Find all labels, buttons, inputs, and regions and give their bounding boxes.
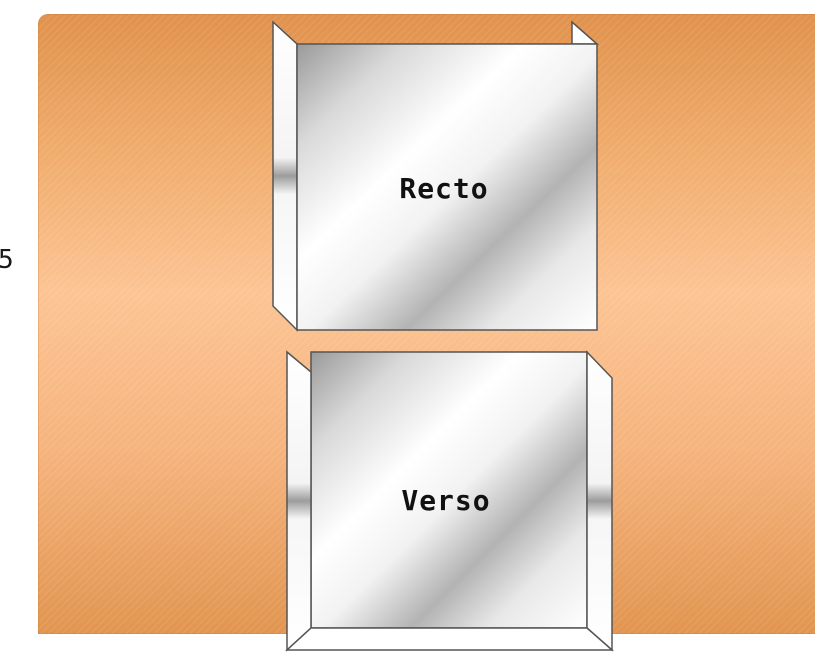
recto-card [272, 20, 599, 332]
verso-right-flap [586, 350, 613, 652]
recto-left-flap [272, 20, 298, 332]
verso-face [310, 351, 588, 629]
clipped-edge-text: 5 [0, 245, 14, 275]
verso-label: Verso [401, 484, 491, 517]
recto-face [296, 43, 598, 331]
verso-card [285, 350, 614, 652]
verso-bottom-strip [285, 627, 614, 651]
recto-label: Recto [399, 172, 489, 205]
recto-right-tab [571, 20, 599, 45]
verso-left-flap [286, 350, 312, 652]
